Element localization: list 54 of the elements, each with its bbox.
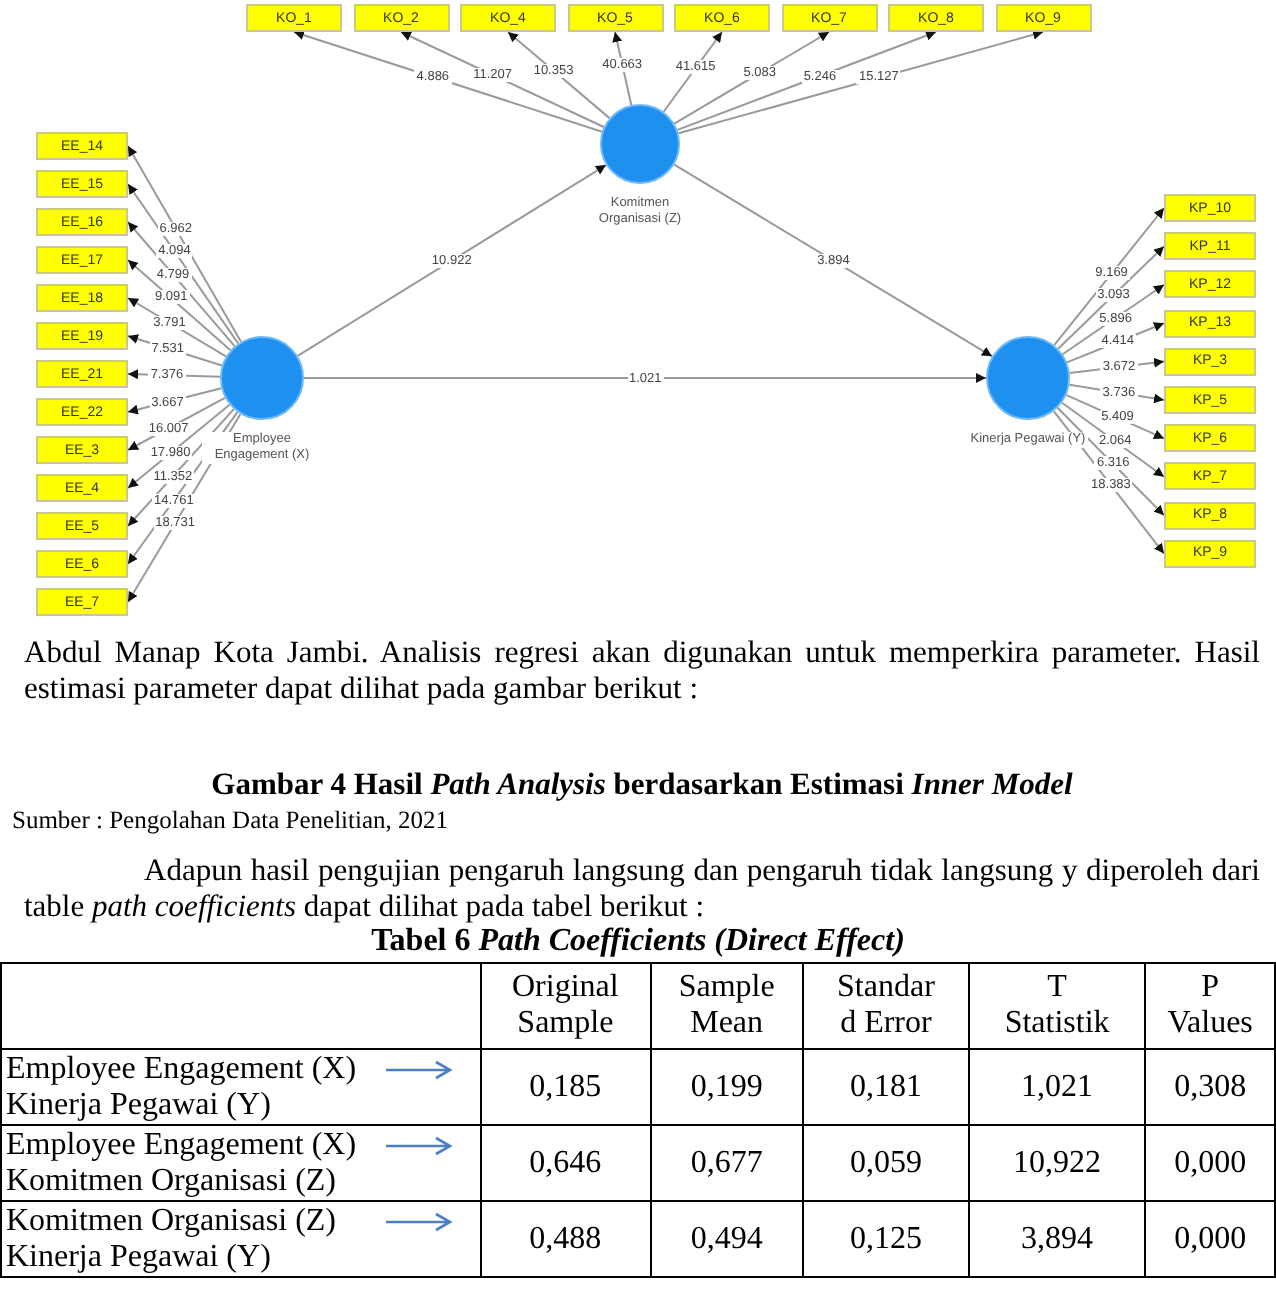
row-label: Employee Engagement (X) Kinerja Pegawai (Y) bbox=[6, 1051, 359, 1123]
arrow bbox=[296, 164, 607, 357]
arrow bbox=[127, 403, 231, 489]
table-cell: 0,000 bbox=[1145, 1201, 1275, 1277]
table-cell: 0,000 bbox=[1145, 1125, 1275, 1201]
arrow bbox=[293, 30, 603, 133]
arrow bbox=[1056, 406, 1165, 517]
column-header: T Statistik bbox=[1002, 970, 1112, 1042]
table-cell: 10,922 bbox=[968, 1125, 1146, 1201]
arrow bbox=[1061, 401, 1165, 478]
table-cell: 0,185 bbox=[480, 1049, 651, 1125]
table-cell: 3,894 bbox=[968, 1201, 1146, 1277]
arrow bbox=[1053, 207, 1165, 347]
arrow bbox=[127, 259, 232, 352]
arrow bbox=[1052, 410, 1165, 555]
construct-circle bbox=[600, 104, 680, 184]
source-note: Sumber : Pengolahan Data Penelitian, 2021 bbox=[12, 804, 451, 838]
arrow bbox=[400, 31, 605, 129]
arrow bbox=[662, 31, 723, 113]
column-header: Original Sample bbox=[510, 970, 621, 1042]
table-cell: 0,199 bbox=[650, 1049, 803, 1125]
arrow bbox=[127, 297, 227, 358]
arrow bbox=[303, 373, 987, 383]
paragraph: Abdul Manap Kota Jambi. Analisis regresi akan digunakan untuk memperkira parameter. Hasil estimasi parameter dapat dilihat pada gambar berikut : bbox=[24, 636, 1260, 708]
table-cell: 1,021 bbox=[968, 1049, 1146, 1125]
arrow bbox=[1061, 283, 1165, 356]
arrow bbox=[1068, 383, 1165, 404]
table-cell: 0,494 bbox=[650, 1201, 803, 1277]
table-cell: 0,488 bbox=[480, 1201, 651, 1277]
table-cell: 0,677 bbox=[650, 1125, 803, 1201]
row-label: Employee Engagement (X) Komitmen Organisasi (Z) bbox=[6, 1127, 359, 1199]
arrow bbox=[1057, 245, 1165, 350]
column-header: Sample Mean bbox=[676, 970, 777, 1042]
arrow bbox=[127, 221, 236, 348]
arrow bbox=[127, 183, 240, 345]
table-cell: 0,059 bbox=[802, 1125, 969, 1201]
column-header: Standar d Error bbox=[835, 970, 937, 1042]
table-title: Tabel 6 Path Coefficients (Direct Effect) bbox=[369, 924, 907, 960]
construct-circle bbox=[220, 336, 304, 420]
construct-circle bbox=[986, 336, 1070, 420]
paragraph: Adapun hasil pengujian pengaruh langsung dan pengaruh tidak langsung y diperoleh dari table path coefficients dapat dilihat pada tabel berikut : bbox=[24, 854, 1260, 926]
table-cell: 0,181 bbox=[802, 1049, 969, 1125]
table-cell: 0,308 bbox=[1145, 1049, 1275, 1125]
arrow bbox=[676, 30, 937, 131]
table-cell: 0,646 bbox=[480, 1125, 651, 1201]
arrow bbox=[507, 31, 611, 120]
arrow bbox=[677, 29, 1044, 135]
column-header: P Values bbox=[1165, 970, 1255, 1042]
row-label: Komitmen Organisasi (Z) Kinerja Pegawai (Y) bbox=[6, 1203, 339, 1275]
arrow bbox=[673, 163, 994, 358]
arrow bbox=[673, 31, 830, 125]
arrow bbox=[127, 145, 242, 343]
table-cell: 0,125 bbox=[802, 1201, 969, 1277]
figure-caption: Gambar 4 Hasil Path Analysis berdasarkan Estimasi Inner Model bbox=[209, 768, 1075, 804]
